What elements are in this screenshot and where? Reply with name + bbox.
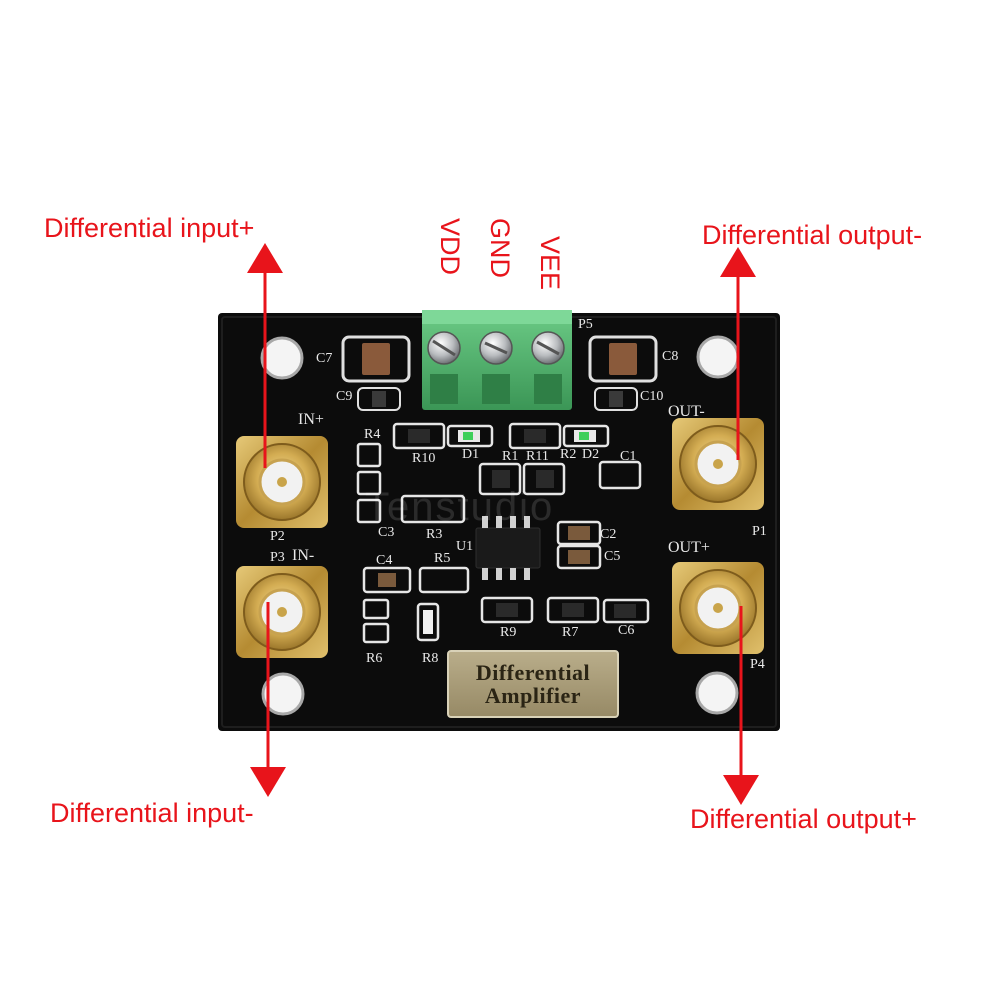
label-vee: VEE	[535, 236, 565, 291]
silk-r5: R5	[434, 551, 451, 566]
sma-connector-in-plus	[236, 436, 328, 528]
silk-c4: C4	[376, 553, 393, 568]
label-vdd: VDD	[435, 218, 465, 276]
silk-p3: P3	[270, 550, 285, 565]
badge-line-1: Differential	[475, 659, 591, 685]
opamp-ic	[475, 516, 541, 580]
silk-c8: C8	[662, 349, 679, 364]
silk-c9: C9	[336, 389, 353, 404]
badge-line-2: Amplifier	[484, 683, 582, 708]
silk-p1: P1	[752, 524, 767, 539]
label-differential-input-minus: Differential input-	[50, 798, 254, 828]
silk-c3: C3	[378, 525, 395, 540]
mounting-holes	[260, 335, 740, 716]
silk-r1: R1	[502, 449, 519, 464]
silk-out-minus: OUT-	[668, 403, 705, 420]
watermark-text: Tenstudio	[365, 485, 555, 529]
sma-connector-out-plus	[672, 562, 764, 654]
silk-c5: C5	[604, 549, 621, 564]
silk-p2: P2	[270, 529, 285, 544]
silk-in-minus: IN-	[292, 547, 315, 564]
silk-r8: R8	[422, 651, 439, 666]
silk-c1: C1	[620, 449, 637, 464]
silk-r3: R3	[426, 527, 443, 542]
silk-c7: C7	[316, 351, 333, 366]
sma-connector-in-minus	[236, 566, 328, 658]
silk-p5: P5	[578, 317, 593, 332]
silk-r4: R4	[364, 427, 381, 442]
label-gnd: GND	[485, 218, 515, 278]
label-differential-output-plus: Differential output+	[690, 804, 917, 834]
smd-parts	[378, 429, 636, 634]
label-differential-output-minus: Differential output-	[702, 220, 923, 250]
silk-in-plus: IN+	[298, 411, 324, 428]
label-differential-input-plus: Differential input+	[44, 213, 255, 243]
silk-r7: R7	[562, 625, 579, 640]
differential-amplifier-badge: Differential Amplifier	[447, 650, 619, 718]
silk-out-plus: OUT+	[668, 539, 710, 556]
silk-u1: U1	[456, 539, 474, 554]
smd-footprints	[356, 422, 650, 644]
silk-r2: R2	[560, 447, 577, 462]
capacitor-pads	[341, 335, 658, 411]
sma-connector-out-minus	[672, 418, 764, 510]
silk-c10: C10	[640, 389, 664, 404]
silk-d1: D1	[462, 447, 480, 462]
silk-d2: D2	[582, 447, 600, 462]
power-terminal-block	[422, 310, 572, 410]
silk-c6: C6	[618, 623, 635, 638]
silk-r9: R9	[500, 625, 517, 640]
silk-r6: R6	[366, 651, 383, 666]
silk-r10: R10	[412, 451, 436, 466]
silk-r11: R11	[526, 449, 549, 464]
led-indicators	[458, 430, 596, 442]
callout-arrows	[247, 243, 759, 805]
silk-c2: C2	[600, 527, 617, 542]
silk-p4: P4	[750, 657, 765, 672]
